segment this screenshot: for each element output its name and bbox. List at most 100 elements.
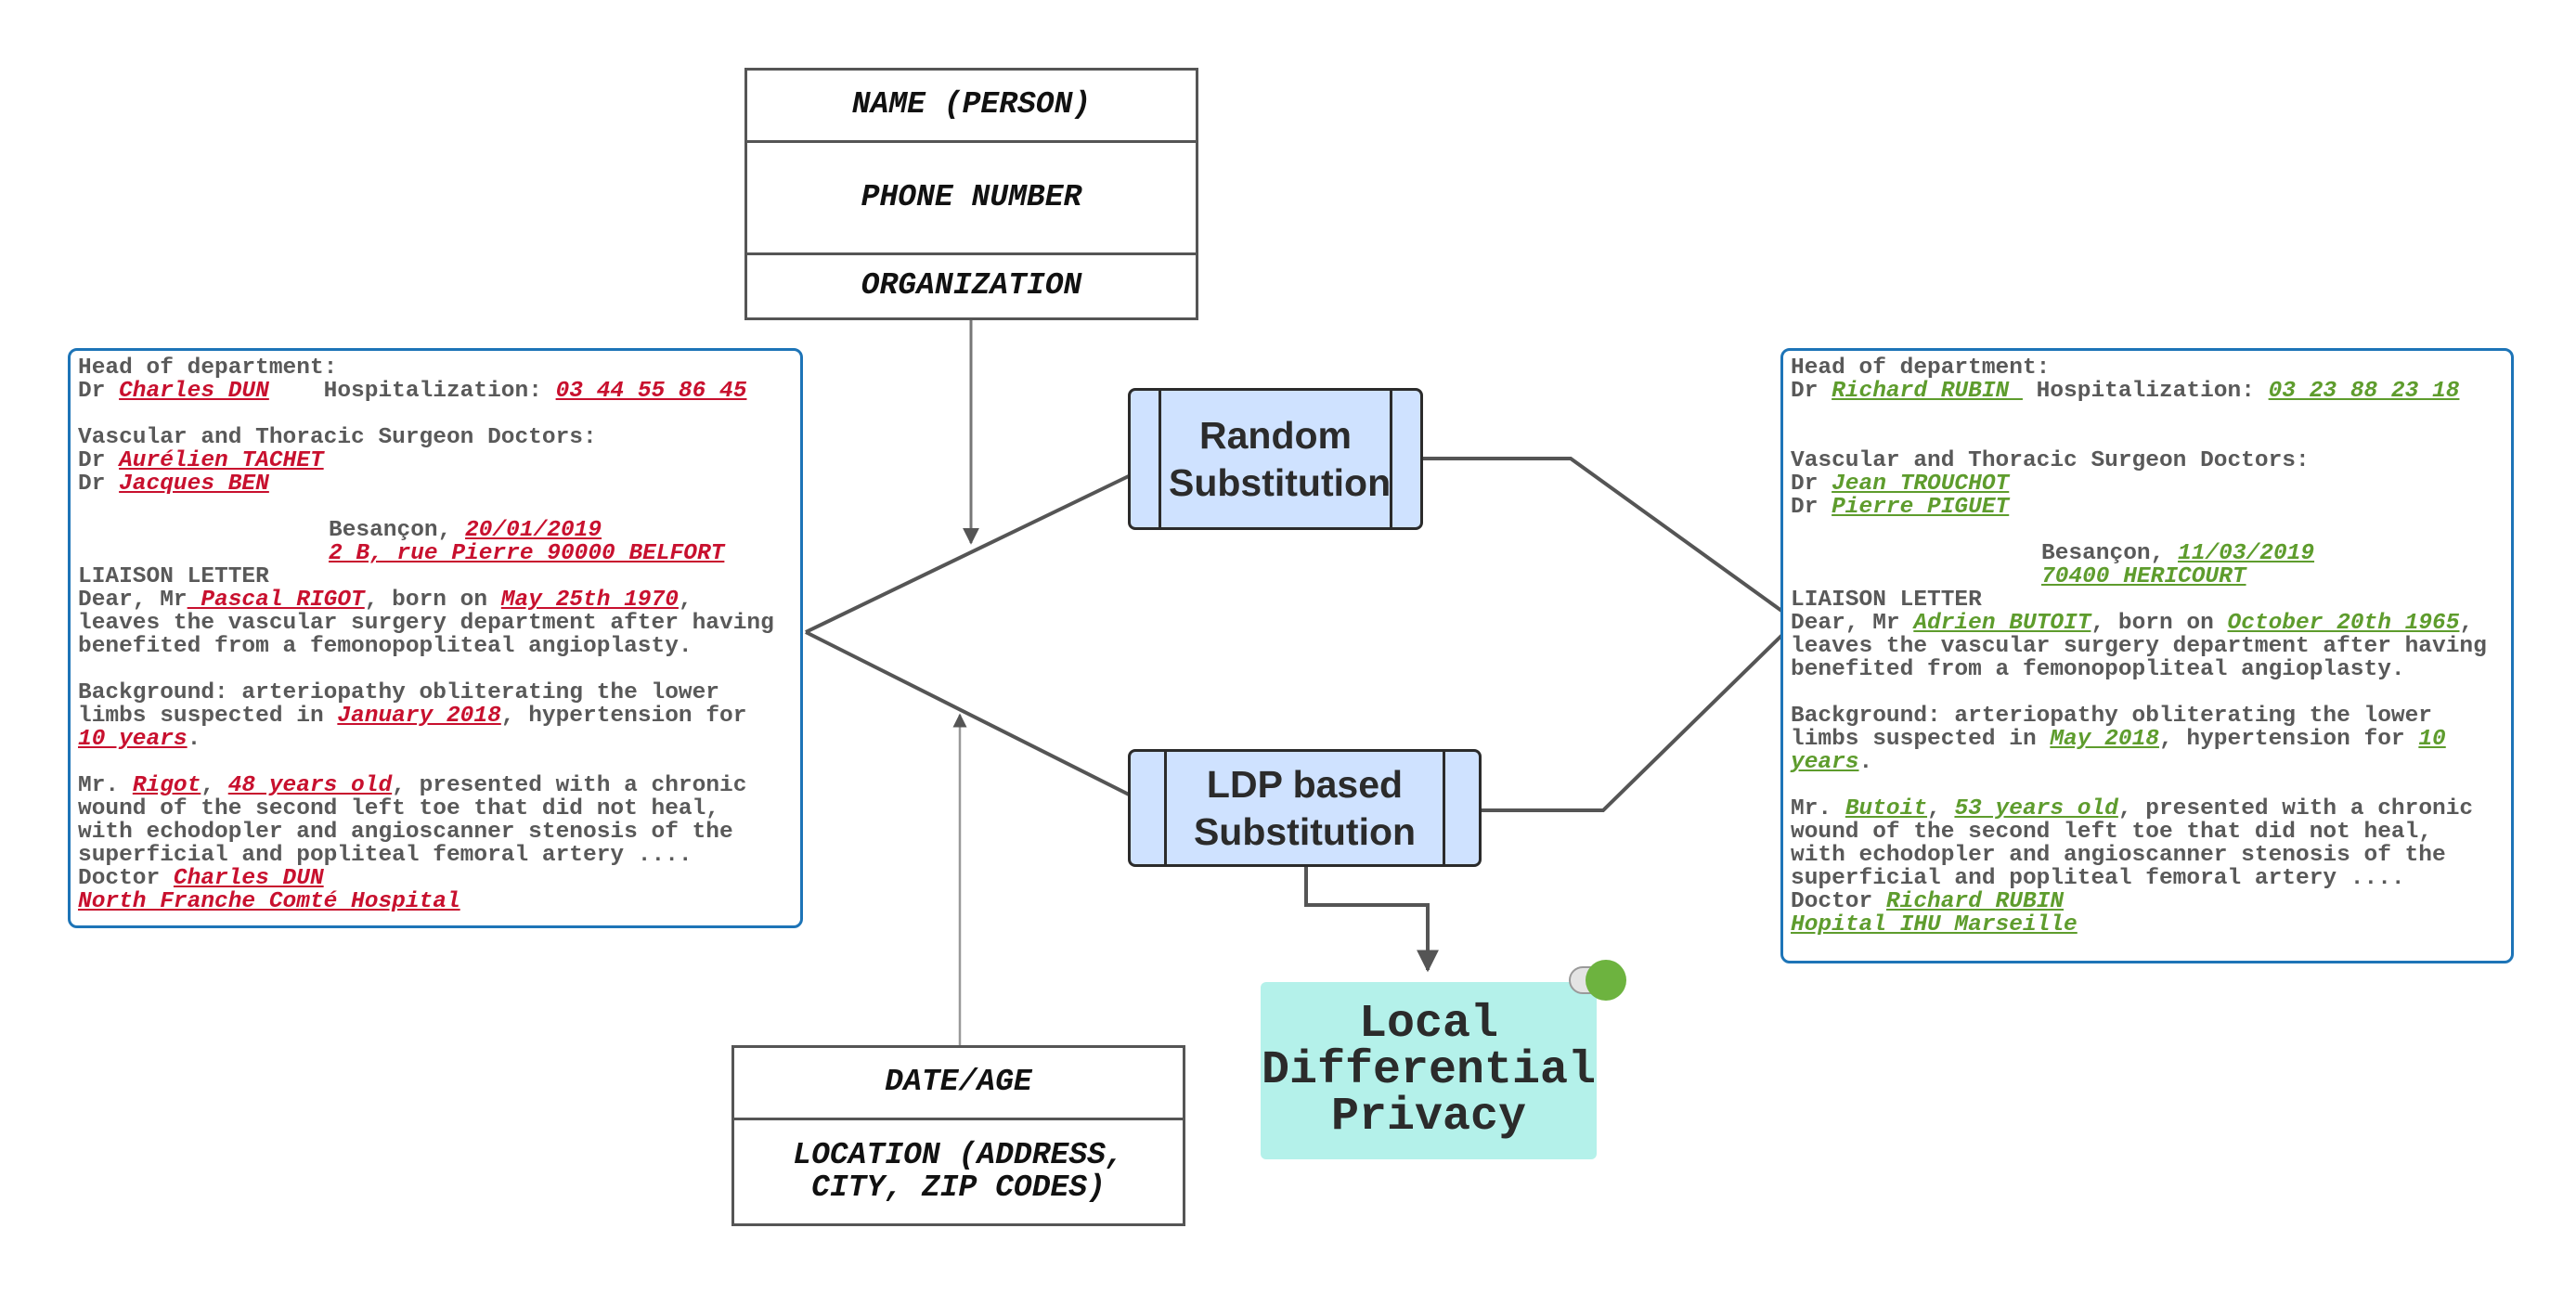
doc-line: Dr Charles DUN Hospitalization: 03 44 55… bbox=[78, 380, 800, 403]
original-bg-years: 10 years bbox=[78, 727, 188, 752]
doc-text: leaves the vascular surgery department a… bbox=[78, 611, 774, 636]
doc-text: Dr bbox=[1791, 472, 1819, 497]
doc-text: Vascular and Thoracic Surgeon Doctors: bbox=[1791, 448, 2310, 473]
original-surgeon-2: Jacques BEN bbox=[119, 472, 269, 497]
doc-text: with echodopler and angioscanner stenosi… bbox=[1791, 843, 2446, 868]
doc-line: 70400 HERICOURT bbox=[1791, 565, 2511, 588]
doc-line: Dr Jacques BEN bbox=[78, 472, 800, 496]
doc-line: North Franche Comté Hospital bbox=[78, 890, 800, 913]
doc-line: 2 B, rue Pierre 90000 BELFORT bbox=[78, 542, 800, 565]
substituted-age: 53 years old bbox=[1954, 796, 2118, 821]
doc-line bbox=[1791, 426, 2511, 449]
doc-text: , bbox=[201, 773, 215, 798]
original-surgeon-1: Aurélien TACHET bbox=[119, 448, 324, 473]
substituted-address: 70400 HERICOURT bbox=[2041, 564, 2246, 589]
doc-text: Dr bbox=[78, 472, 106, 497]
category-phone-number: PHONE NUMBER bbox=[747, 140, 1196, 252]
doc-text: Dr bbox=[1791, 379, 1819, 404]
substituted-phone: 03 23 88 23 18 bbox=[2268, 379, 2460, 404]
doc-text: Hospitalization: bbox=[2036, 379, 2255, 404]
substituted-bg-years-a: 10 bbox=[2418, 727, 2446, 752]
doc-line bbox=[1791, 681, 2511, 705]
doc-line: Besançon, 11/03/2019 bbox=[1791, 542, 2511, 565]
doc-text: Background: arteriopathy obliterating th… bbox=[1791, 704, 2433, 729]
doc-line: Dr Richard RUBIN Hospitalization: 03 23 … bbox=[1791, 380, 2511, 403]
category-date-age: DATE/AGE bbox=[885, 1065, 1032, 1100]
doc-text: limbs suspected in bbox=[78, 704, 324, 729]
doc-text: Head of department: bbox=[1791, 356, 2051, 381]
doc-text: , hypertension for bbox=[2158, 727, 2405, 752]
doc-text: superficial and popliteal femoral artery… bbox=[78, 843, 693, 868]
doc-line: Dear, Mr Pascal RIGOT, born on May 25th … bbox=[78, 588, 800, 612]
doc-line: leaves the vascular surgery department a… bbox=[78, 612, 800, 635]
substituted-surgeon-1: Jean TROUCHOT bbox=[1832, 472, 2010, 497]
doc-text: , bbox=[1927, 796, 1941, 821]
doc-line: limbs suspected in May 2018, hypertensio… bbox=[1791, 728, 2511, 751]
doc-text: Doctor bbox=[78, 866, 161, 891]
doc-text: Besançon, bbox=[329, 518, 452, 543]
entity-categories-bottom: DATE/AGE LOCATION (ADDRESS, CITY, ZIP CO… bbox=[731, 1045, 1185, 1226]
original-birthdate: May 25th 1970 bbox=[500, 588, 679, 613]
doc-text: , bbox=[678, 588, 693, 613]
doc-text: wound of the second left toe that did no… bbox=[1791, 820, 2433, 845]
doc-text: Dr bbox=[78, 379, 106, 404]
doc-text: . bbox=[187, 727, 201, 752]
doc-line: superficial and popliteal femoral artery… bbox=[1791, 867, 2511, 890]
original-doctor-name: Charles DUN bbox=[173, 866, 324, 891]
doc-line bbox=[78, 496, 800, 519]
doc-line: with echodopler and angioscanner stenosi… bbox=[1791, 844, 2511, 867]
doc-line: 10 years. bbox=[78, 728, 800, 751]
edge-ldp-to-output bbox=[1482, 631, 1786, 812]
doc-line: Dr Aurélien TACHET bbox=[78, 449, 800, 472]
original-document: Head of department: Dr Charles DUN Hospi… bbox=[68, 348, 803, 928]
doc-line: Hopital IHU Marseille bbox=[1791, 913, 2511, 937]
substituted-doctor-name: Richard RUBIN bbox=[1885, 889, 2065, 914]
original-age: 48 years old bbox=[227, 773, 393, 798]
doc-text: Doctor bbox=[1791, 889, 1873, 914]
original-patient-short: Rigot bbox=[132, 773, 201, 798]
doc-text: LIAISON LETTER bbox=[1791, 588, 1982, 613]
doc-text: limbs suspected in bbox=[1791, 727, 2037, 752]
ldp-note-text: Local Differential Privacy bbox=[1262, 997, 1597, 1144]
local-differential-privacy-note: Local Differential Privacy bbox=[1261, 982, 1597, 1159]
doc-line bbox=[1791, 774, 2511, 797]
ldp-substitution-label: LDP based Substitution bbox=[1193, 763, 1417, 853]
doc-line: with echodopler and angioscanner stenosi… bbox=[78, 821, 800, 844]
entity-categories-top: NAME (PERSON) PHONE NUMBER ORGANIZATION bbox=[744, 68, 1198, 320]
doc-text: Dear, Mr bbox=[1791, 611, 1900, 636]
category-organization: ORGANIZATION bbox=[747, 252, 1196, 317]
original-patient: Pascal RIGOT bbox=[187, 588, 365, 613]
doc-line: wound of the second left toe that did no… bbox=[1791, 821, 2511, 844]
doc-line: Dr Pierre PIGUET bbox=[1791, 496, 2511, 519]
doc-line: benefited from a femonopopliteal angiopl… bbox=[78, 635, 800, 658]
doc-line bbox=[1791, 519, 2511, 542]
doc-text: Mr. bbox=[1791, 796, 1832, 821]
doc-text: LIAISON LETTER bbox=[78, 564, 269, 589]
doc-line: Doctor Richard RUBIN bbox=[1791, 890, 2511, 913]
doc-text: benefited from a femonopopliteal angiopl… bbox=[78, 634, 693, 659]
doc-text: , hypertension for bbox=[500, 704, 747, 729]
doc-line: Doctor Charles DUN bbox=[78, 867, 800, 890]
category-name-person: NAME (PERSON) bbox=[851, 87, 1092, 123]
doc-text: leaves the vascular surgery department a… bbox=[1791, 634, 2487, 659]
category-location: LOCATION (ADDRESS, CITY, ZIP CODES) bbox=[734, 1118, 1183, 1223]
doc-line: Mr. Butoit, 53 years old, presented with… bbox=[1791, 797, 2511, 821]
doc-text: Dr bbox=[1791, 495, 1819, 520]
original-address: 2 B, rue Pierre 90000 BELFORT bbox=[329, 541, 725, 566]
edge-random-to-output bbox=[1423, 457, 1786, 614]
ldp-substitution-process: LDP based Substitution bbox=[1128, 749, 1482, 867]
doc-line: years. bbox=[1791, 751, 2511, 774]
substituted-bg-years-b: years bbox=[1791, 750, 1859, 775]
doc-text: benefited from a femonopopliteal angiopl… bbox=[1791, 657, 2405, 682]
doc-text: Mr. bbox=[78, 773, 120, 798]
doc-line: Vascular and Thoracic Surgeon Doctors: bbox=[1791, 449, 2511, 472]
substituted-hospital: Hopital IHU Marseille bbox=[1791, 912, 2078, 937]
doc-text: Dear, Mr bbox=[78, 588, 188, 613]
doc-text: . bbox=[1858, 750, 1873, 775]
edge-doc-to-ldp bbox=[805, 630, 1139, 801]
doc-line bbox=[78, 403, 800, 426]
doc-line: LIAISON LETTER bbox=[78, 565, 800, 588]
doc-line bbox=[78, 751, 800, 774]
doc-text: , presented with a chronic bbox=[2117, 796, 2474, 821]
